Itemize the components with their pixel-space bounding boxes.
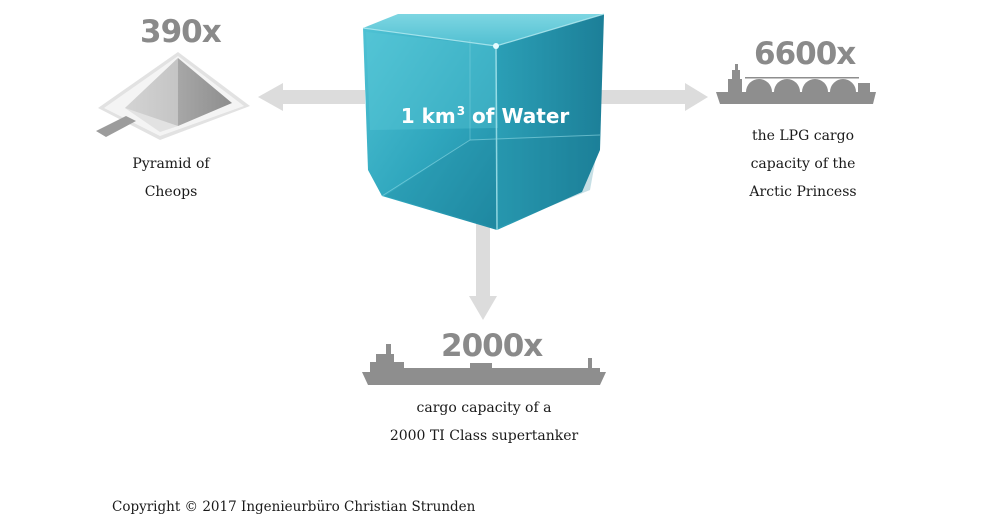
cube-label-main: 1 km: [400, 104, 456, 128]
pyramid-icon: [96, 52, 250, 140]
lpg-ship-caption-line: capacity of the: [750, 156, 856, 172]
lpg-ship-multiplier: 6600x: [754, 36, 856, 72]
water-cube: [362, 13, 605, 231]
cube-label-superscript: 3: [456, 104, 466, 118]
tanker-caption: cargo capacity of a 2000 TI Class supert…: [370, 394, 598, 450]
pyramid-caption-line: Cheops: [144, 184, 198, 200]
tanker-multiplier: 2000x: [441, 328, 543, 364]
pyramid-caption: Pyramid of Cheops: [112, 150, 230, 206]
arrow-to-pyramid: [258, 83, 365, 111]
tanker-caption-line: 2000 TI Class supertanker: [389, 428, 579, 444]
pyramid-multiplier: 390x: [140, 14, 222, 50]
copyright-notice: Copyright © 2017 Ingenieurbüro Christian…: [112, 499, 476, 515]
lpg-ship-icon: [716, 64, 876, 104]
lpg-ship-caption-line: the LPG cargo: [752, 128, 854, 144]
tanker-caption-line: cargo capacity of a: [416, 400, 552, 416]
cube-label: 1 km3 of Water: [374, 96, 596, 131]
arrow-to-lpg-ship: [600, 83, 708, 111]
cube-side-face: [496, 14, 604, 230]
cube-front-face: [363, 28, 497, 230]
lpg-ship-caption: the LPG cargo capacity of the Arctic Pri…: [738, 122, 868, 206]
lpg-ship-caption-line: Arctic Princess: [749, 184, 857, 200]
arrow-to-tanker: [469, 212, 497, 320]
cube-label-rest: of Water: [465, 104, 570, 128]
supertanker-icon: [362, 344, 606, 385]
pyramid-caption-line: Pyramid of: [132, 156, 210, 172]
